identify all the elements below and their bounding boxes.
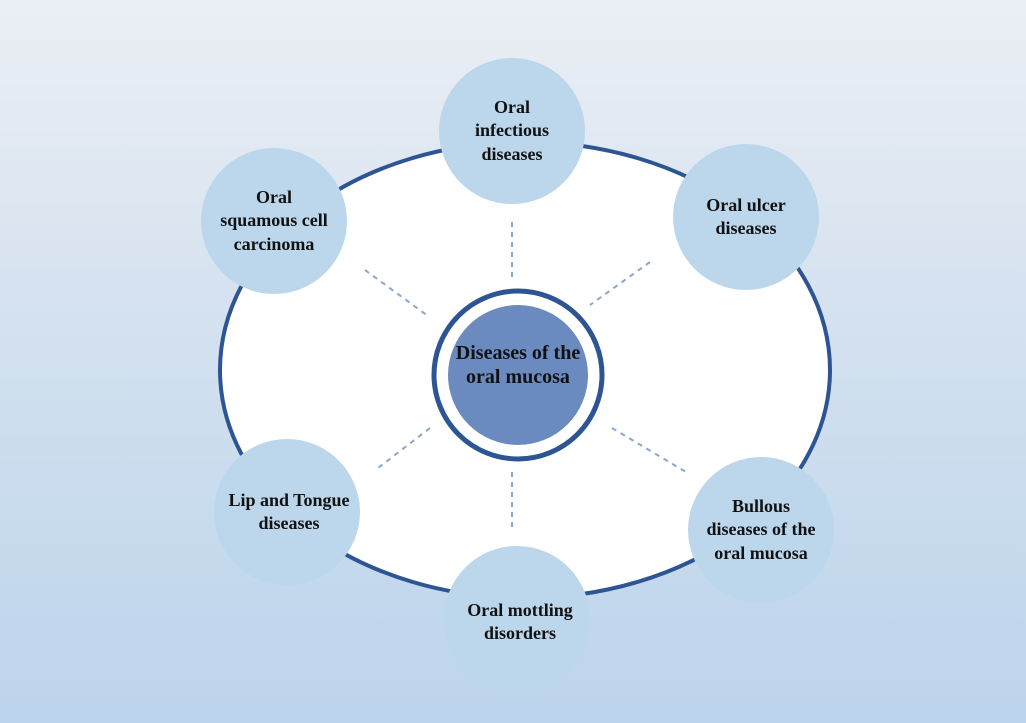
connector-lines bbox=[364, 222, 687, 532]
connector-squamous bbox=[364, 269, 429, 317]
satellite-circles bbox=[201, 58, 834, 692]
connector-ulcer bbox=[589, 261, 651, 306]
satellite-bullous[interactable] bbox=[688, 457, 834, 603]
connector-bullous bbox=[611, 427, 687, 473]
satellite-label-lip-tongue: Lip and Tongue diseases bbox=[228, 489, 350, 533]
satellite-squamous[interactable] bbox=[201, 148, 347, 294]
hub-core[interactable] bbox=[448, 305, 588, 445]
satellite-ulcer[interactable] bbox=[673, 144, 819, 290]
satellite-label-ulcer: Oral ulcer diseases bbox=[706, 194, 786, 238]
satellite-infectious[interactable] bbox=[439, 58, 585, 204]
hub-label: Diseases of the oral mucosa bbox=[455, 342, 581, 388]
satellite-label-bullous: Bullous diseases of the oral mucosa bbox=[706, 495, 816, 563]
central-hub bbox=[431, 288, 605, 462]
satellite-label-infectious: Oral infectious diseases bbox=[475, 96, 549, 164]
satellite-lip-tongue[interactable] bbox=[214, 439, 360, 585]
satellite-label-mottling: Oral mottling disorders bbox=[467, 599, 573, 643]
connector-lip-tongue bbox=[377, 427, 431, 469]
satellite-label-squamous: Oral squamous cell carcinoma bbox=[220, 186, 328, 254]
satellite-mottling[interactable] bbox=[444, 546, 590, 692]
